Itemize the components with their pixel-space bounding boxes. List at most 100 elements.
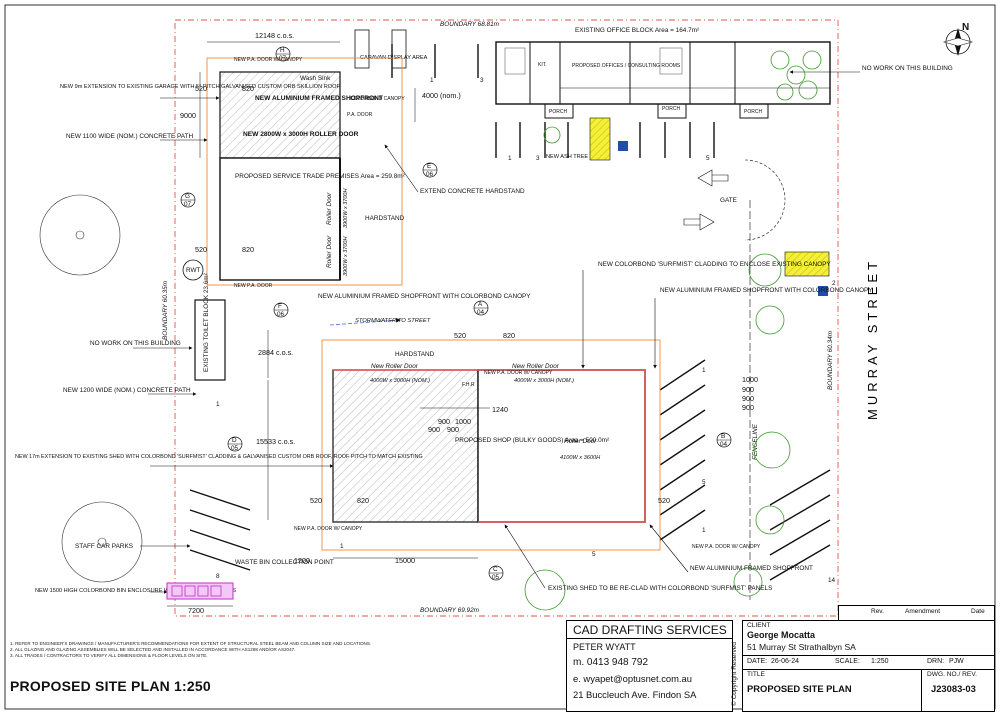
svg-text:A: A bbox=[478, 301, 483, 308]
section-marker-h: H07 bbox=[275, 46, 291, 62]
traffic-arrow-2 bbox=[683, 213, 715, 231]
svg-text:14: 14 bbox=[828, 577, 836, 584]
svg-text:4000 (nom.): 4000 (nom.) bbox=[422, 91, 461, 100]
fhr-label: F.H.R bbox=[462, 382, 475, 388]
svg-text:900: 900 bbox=[742, 394, 754, 403]
note-3: 3. ALL TRADES / CONTRACTORS TO VERIFY AL… bbox=[10, 653, 208, 659]
svg-text:05: 05 bbox=[492, 574, 500, 581]
section-marker-a: A04 bbox=[473, 300, 489, 316]
proposed-offices-label: PROPOSED OFFICES / CONSULTING ROOMS bbox=[572, 63, 681, 69]
svg-text:3: 3 bbox=[536, 155, 540, 162]
boundary-bottom-label: BOUNDARY 69.92m bbox=[420, 607, 480, 614]
svg-text:1: 1 bbox=[340, 543, 344, 550]
ash-tree-label: NEW ASH TREE bbox=[546, 154, 588, 160]
path-1100-label: NEW 1100 WIDE (NOM.) CONCRETE PATH bbox=[66, 133, 193, 140]
pa-door-label-top: P.A. DOOR bbox=[347, 112, 373, 118]
general-notes: 1. REFER TO ENGINEER'S DRAWINGS / MANUFA… bbox=[10, 641, 550, 660]
street-name: MURRAY STREET bbox=[865, 258, 880, 420]
alu-shopfront-r-label: NEW ALUMINIUM FRAMED SHOPFRONT bbox=[690, 565, 813, 572]
svg-text:12148 c.o.s.: 12148 c.o.s. bbox=[255, 31, 294, 40]
scale-label: SCALE: bbox=[835, 658, 860, 665]
surfmist-cladding-label: NEW COLORBOND 'SURFMIST' CLADDING TO ENC… bbox=[598, 261, 831, 268]
company-person: PETER WYATT bbox=[573, 642, 636, 652]
date-value: 26-06-24 bbox=[771, 658, 800, 665]
service-trade-building bbox=[206, 57, 403, 286]
svg-text:520: 520 bbox=[195, 245, 207, 254]
hardstand-label-2: HARDSTAND bbox=[395, 351, 435, 358]
office-area-label: EXISTING OFFICE BLOCK Area = 164.7m² bbox=[575, 27, 699, 34]
disabled-bay-right bbox=[784, 251, 830, 277]
svg-text:04: 04 bbox=[477, 309, 485, 316]
staff-parks-label: STAFF CAR PARKS bbox=[75, 543, 133, 550]
colorbond-canopy-label: COLORBOND CANOPY bbox=[350, 96, 405, 102]
alu-shopfront-canopy-r-label: NEW ALUMINIUM FRAMED SHOPFRONT WITH COLO… bbox=[660, 287, 873, 294]
new-ash-tree bbox=[543, 126, 561, 144]
bin-enclosure bbox=[166, 582, 234, 600]
svg-text:1200: 1200 bbox=[294, 556, 310, 565]
toilet-block-label: EXISTING TOILET BLOCK 23.6m² bbox=[203, 273, 210, 372]
disabled-bay-top bbox=[589, 117, 611, 161]
svg-text:900: 900 bbox=[428, 425, 440, 434]
accessible-symbol-top bbox=[618, 141, 628, 151]
svg-text:1: 1 bbox=[430, 77, 434, 84]
rd-4000-label-2: 4000W x 3000H (NOM.) bbox=[514, 378, 574, 384]
new-pa-door-canopy-bottom: NEW P.A. DOOR W/ CANOPY bbox=[294, 526, 363, 532]
svg-text:1: 1 bbox=[216, 401, 220, 408]
tree-group-office bbox=[770, 50, 822, 101]
svg-text:5: 5 bbox=[706, 155, 710, 162]
svg-text:G: G bbox=[185, 193, 190, 200]
roller-door-label-shop: Roller Door bbox=[564, 438, 597, 445]
gate-label: GATE bbox=[720, 197, 737, 204]
svg-text:F: F bbox=[278, 303, 282, 310]
dwg-label: DWG. NO./ REV. bbox=[927, 671, 977, 678]
existing-toilet-block bbox=[194, 299, 226, 381]
svg-text:1: 1 bbox=[508, 155, 512, 162]
svg-text:05: 05 bbox=[231, 445, 239, 452]
service-trade-label: PROPOSED SERVICE TRADE PREMISES Area = 2… bbox=[235, 173, 405, 180]
extend-hardstand-label: EXTEND CONCRETE HARDSTAND bbox=[420, 188, 525, 195]
svg-text:07: 07 bbox=[184, 201, 192, 208]
section-marker-f: F06 bbox=[273, 302, 289, 318]
parking-bays-right bbox=[659, 359, 831, 581]
wash-sink-label: Wash Sink bbox=[300, 75, 331, 82]
drn-label: DRN: bbox=[927, 658, 945, 665]
reclad-label: EXISTING SHED TO BE RE-CLAD WITH COLORBO… bbox=[548, 585, 772, 592]
company-block: CAD DRAFTING SERVICES PETER WYATT m. 041… bbox=[566, 620, 733, 712]
svg-text:15000: 15000 bbox=[395, 556, 415, 565]
svg-text:520: 520 bbox=[454, 331, 466, 340]
svg-text:06: 06 bbox=[426, 171, 434, 178]
svg-text:B: B bbox=[721, 433, 725, 440]
company-name: CAD DRAFTING SERVICES bbox=[573, 623, 727, 637]
svg-text:D: D bbox=[232, 437, 237, 444]
client-name: George Mocatta bbox=[747, 630, 816, 640]
svg-text:520: 520 bbox=[658, 496, 670, 505]
company-mobile: m. 0413 948 792 bbox=[573, 657, 649, 668]
north-arrow: N bbox=[942, 22, 974, 56]
new-pa-door-canopy-label-top: NEW P.A. DOOR W/ CANOPY bbox=[234, 57, 303, 63]
proposed-shop-building bbox=[321, 339, 661, 551]
company-email: e. wyapet@optusnet.com.au bbox=[573, 673, 692, 684]
svg-text:1000: 1000 bbox=[455, 417, 471, 426]
alu-shopfront-canopy-label: NEW ALUMINIUM FRAMED SHOPFRONT WITH COLO… bbox=[318, 293, 531, 300]
tree-group-left bbox=[39, 194, 143, 583]
rwt-label: RWT bbox=[186, 267, 201, 274]
svg-text:5: 5 bbox=[592, 551, 596, 558]
shed-ext-label: NEW 17m EXTENSION TO EXISTING SHED WITH … bbox=[15, 454, 423, 460]
scale-value: 1:250 bbox=[871, 658, 889, 665]
copyright-note: © Copyright Reserved bbox=[731, 641, 738, 706]
path-1200-label: NEW 1200 WIDE (NOM.) CONCRETE PATH bbox=[63, 387, 191, 394]
rev-col-header: Rev. bbox=[871, 608, 884, 615]
no-work-left-label: NO WORK ON THIS BUILDING bbox=[90, 340, 181, 347]
new-roller-door-label-2: New Roller Door bbox=[512, 363, 560, 370]
existing-office-block bbox=[495, 41, 831, 119]
accessible-symbol-right bbox=[818, 286, 828, 296]
svg-text:5: 5 bbox=[702, 479, 706, 486]
svg-text:8: 8 bbox=[216, 573, 220, 580]
svg-text:3: 3 bbox=[480, 77, 484, 84]
svg-text:06: 06 bbox=[277, 311, 285, 318]
title-block: CLIENT George Mocatta 51 Murray St Strat… bbox=[742, 620, 995, 712]
sheet-title: PROPOSED SITE PLAN 1:250 bbox=[10, 678, 211, 694]
tree-group-right bbox=[524, 253, 791, 611]
client-label: CLIENT bbox=[747, 622, 771, 629]
